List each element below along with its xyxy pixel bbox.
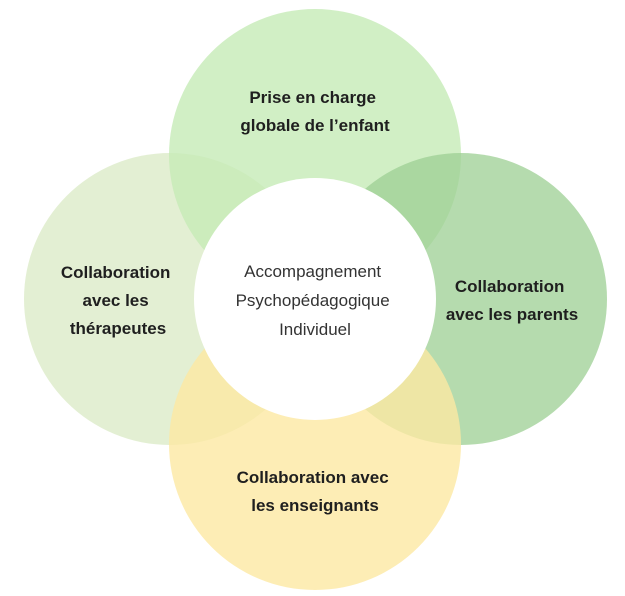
left-label: Collaboration avec les thérapeutes (61, 263, 175, 338)
bottom-label: Collaboration avec les enseignants (237, 468, 394, 515)
right-label: Collaboration avec les parents (446, 277, 578, 324)
center-circle (194, 178, 436, 420)
top-label: Prise en charge globale de l’enfant (240, 88, 390, 135)
center-label: Accompagnement Psychopédagogique Individ… (236, 262, 395, 339)
